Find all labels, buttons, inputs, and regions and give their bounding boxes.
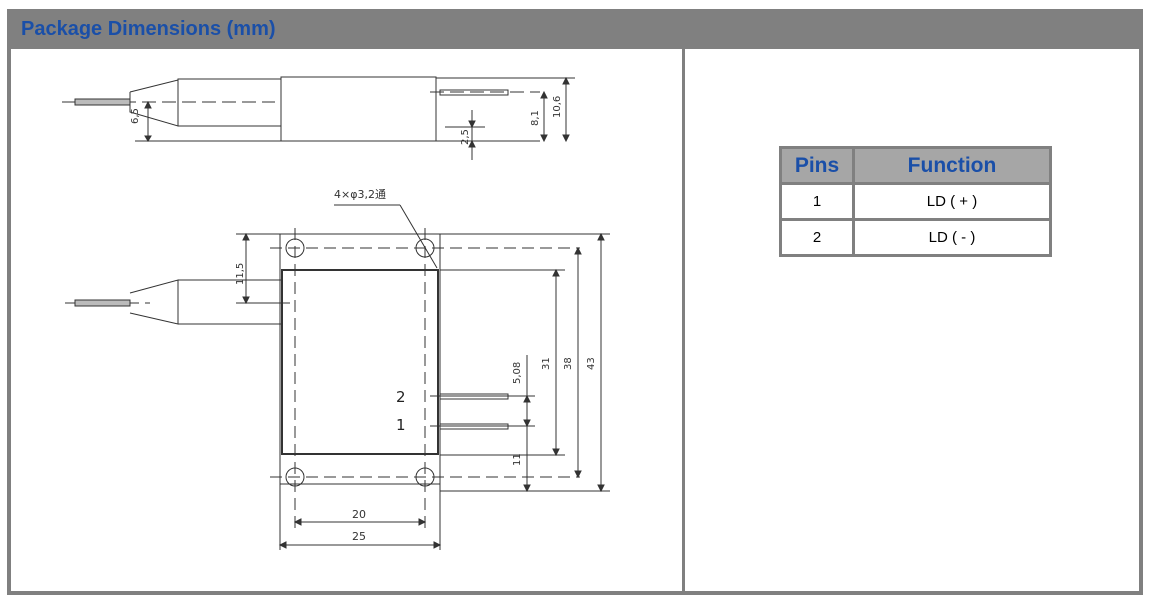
svg-text:2,5: 2,5 xyxy=(460,129,471,145)
pin-cell: 2 xyxy=(782,218,852,254)
function-cell: LD ( - ) xyxy=(852,218,1049,254)
table-row: 1 LD ( + ) xyxy=(782,182,1049,218)
svg-text:1: 1 xyxy=(396,416,406,434)
drawing-cell xyxy=(11,49,682,591)
function-cell: LD ( + ) xyxy=(852,182,1049,218)
svg-text:5,08: 5,08 xyxy=(512,362,523,384)
pin-cell: 1 xyxy=(782,182,852,218)
svg-text:25: 25 xyxy=(352,530,366,543)
package-dimensions-panel: Package Dimensions (mm) xyxy=(7,9,1143,595)
svg-text:10,6: 10,6 xyxy=(552,96,563,118)
table-row: 2 LD ( - ) xyxy=(782,218,1049,254)
panel-title: Package Dimensions (mm) xyxy=(21,18,276,40)
svg-text:43: 43 xyxy=(586,357,597,370)
svg-text:2: 2 xyxy=(396,388,406,406)
svg-text:8,1: 8,1 xyxy=(530,110,541,126)
svg-text:11: 11 xyxy=(512,453,523,466)
svg-text:31: 31 xyxy=(541,357,552,370)
pins-header: Pins xyxy=(782,149,852,182)
svg-text:11,5: 11,5 xyxy=(235,263,246,285)
svg-text:4×φ3,2通: 4×φ3,2通 xyxy=(334,188,386,201)
svg-text:6,5: 6,5 xyxy=(130,108,141,124)
front-view: 4×φ3,2通 11,5 2 1 5,08 11 31 38 xyxy=(65,188,610,550)
top-view: 6,5 2,5 8,1 10,6 xyxy=(62,76,575,160)
pins-cell xyxy=(685,49,1139,591)
function-header: Function xyxy=(852,149,1049,182)
svg-text:38: 38 xyxy=(563,357,574,370)
panel-header: Package Dimensions (mm) xyxy=(7,9,1143,49)
table-header-row: Pins Function xyxy=(782,149,1049,182)
pins-table: Pins Function 1 LD ( + ) 2 LD ( - ) xyxy=(779,146,1052,257)
svg-text:20: 20 xyxy=(352,508,366,521)
